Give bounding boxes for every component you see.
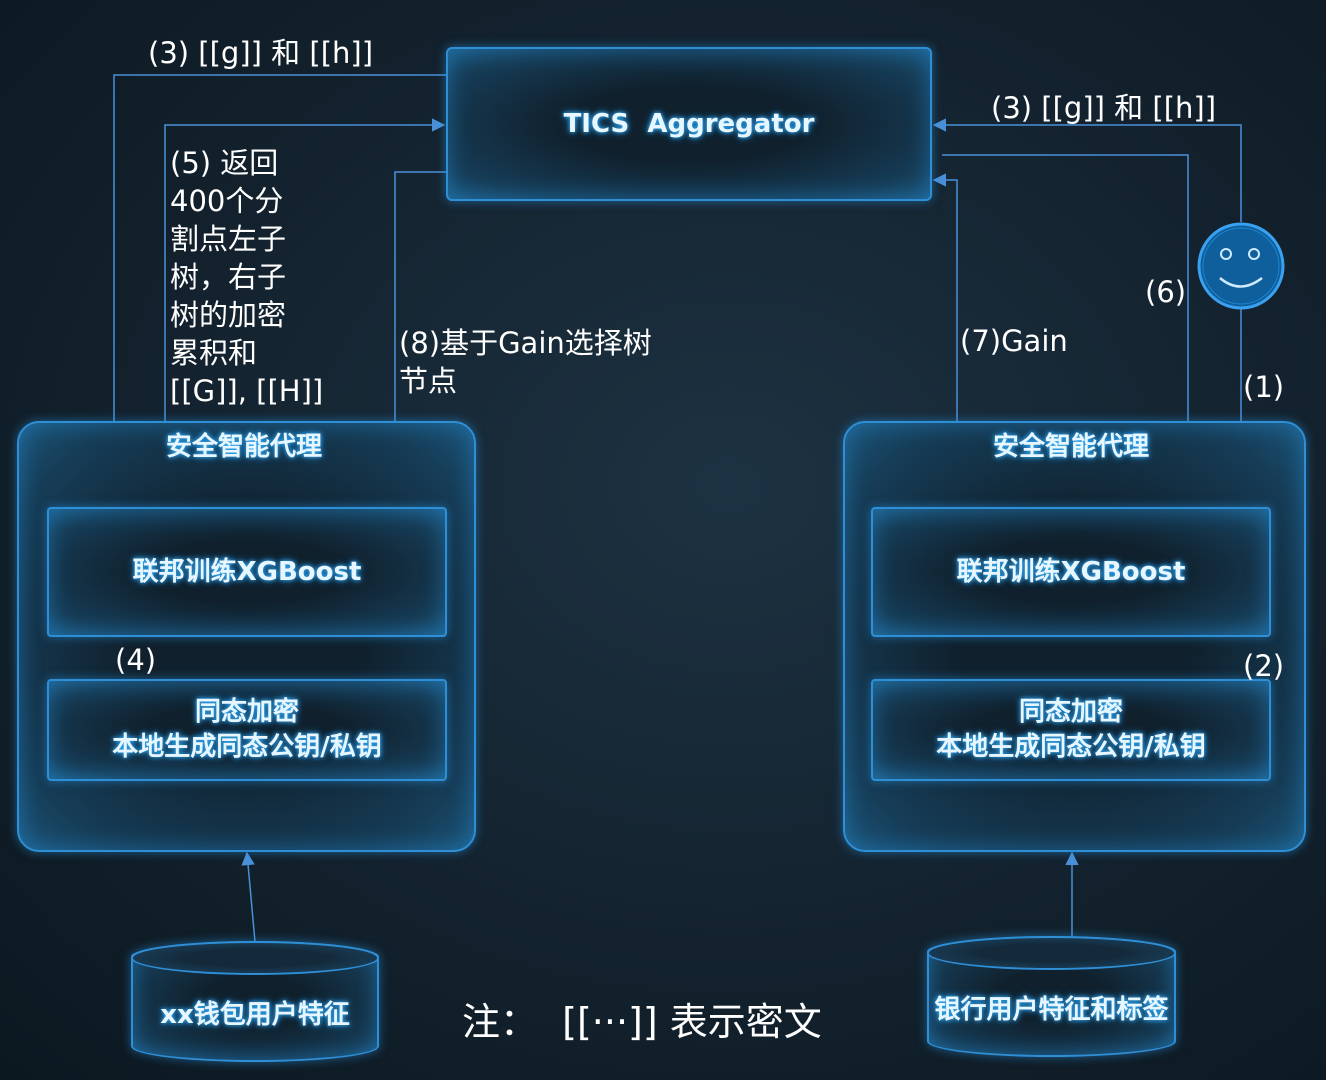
aggregator-title: TICS Aggregator	[563, 108, 815, 139]
aggregator-box[interactable]: TICS Aggregator	[446, 47, 932, 201]
right-encryption-line2: 本地生成同态公钥/私钥	[936, 732, 1206, 762]
right-database-cylinder[interactable]: 银行用户特征和标签	[927, 936, 1176, 1057]
step-3-left-label: (3) [[g]] 和 [[h]]	[148, 36, 374, 70]
left-encryption-line1: 同态加密	[194, 697, 299, 727]
right-encryption-box[interactable]: 同态加密 本地生成同态公钥/私钥	[871, 679, 1271, 781]
arrow-5	[164, 118, 446, 513]
step-5-line: 割点左子	[170, 222, 287, 256]
step-3-right-label: (3) [[g]] 和 [[h]]	[991, 91, 1217, 125]
left-database-label: xx钱包用户特征	[160, 1000, 350, 1030]
right-xgboost-label: 联邦训练XGBoost	[956, 556, 1186, 587]
step-4-label: (4)	[115, 643, 157, 677]
left-xgboost-box[interactable]: 联邦训练XGBoost	[47, 507, 447, 637]
left-encryption-line2: 本地生成同态公钥/私钥	[112, 732, 382, 762]
arrow-8	[388, 171, 446, 507]
left-xgboost-label: 联邦训练XGBoost	[132, 556, 362, 587]
left-encryption-box[interactable]: 同态加密 本地生成同态公钥/私钥	[47, 679, 447, 781]
step-7-label: (7)Gain	[960, 324, 1068, 358]
step-5-line: 树，右子	[170, 260, 287, 294]
arrow-3-right	[932, 118, 1242, 222]
smiley-face-icon	[1197, 222, 1285, 310]
step-5-line: 树的加密	[170, 298, 287, 332]
arrow-3-left	[107, 74, 446, 515]
right-xgboost-box[interactable]: 联邦训练XGBoost	[871, 507, 1271, 637]
right-database-label: 银行用户特征和标签	[934, 995, 1169, 1025]
step-5-label: (5) 返回 400个分 割点左子 树，右子 树的加密 累积和 [[G]], […	[170, 144, 323, 410]
right-agent-title: 安全智能代理	[993, 432, 1150, 462]
step-8-line: (8)基于Gain选择树	[399, 326, 652, 360]
step-6-label: (6)	[1145, 275, 1187, 309]
step-5-line: (5) 返回	[170, 146, 279, 180]
arrow-7	[932, 173, 958, 515]
step-2-label: (2)	[1243, 649, 1285, 683]
step-5-line: 累积和	[170, 336, 258, 370]
left-database-cylinder[interactable]: xx钱包用户特征	[131, 941, 379, 1062]
ciphertext-note: 注： [[···]] 表示密文	[462, 1000, 822, 1044]
step-1-label: (1)	[1243, 370, 1285, 404]
left-agent-title: 安全智能代理	[166, 432, 323, 462]
step-8-line: 节点	[399, 364, 458, 398]
right-encryption-line1: 同态加密	[1018, 697, 1123, 727]
step-8-label: (8)基于Gain选择树 节点	[399, 324, 652, 400]
step-5-line: [[G]], [[H]]	[170, 374, 324, 408]
arrow-left-db	[241, 851, 256, 943]
step-5-line: 400个分	[170, 184, 284, 218]
